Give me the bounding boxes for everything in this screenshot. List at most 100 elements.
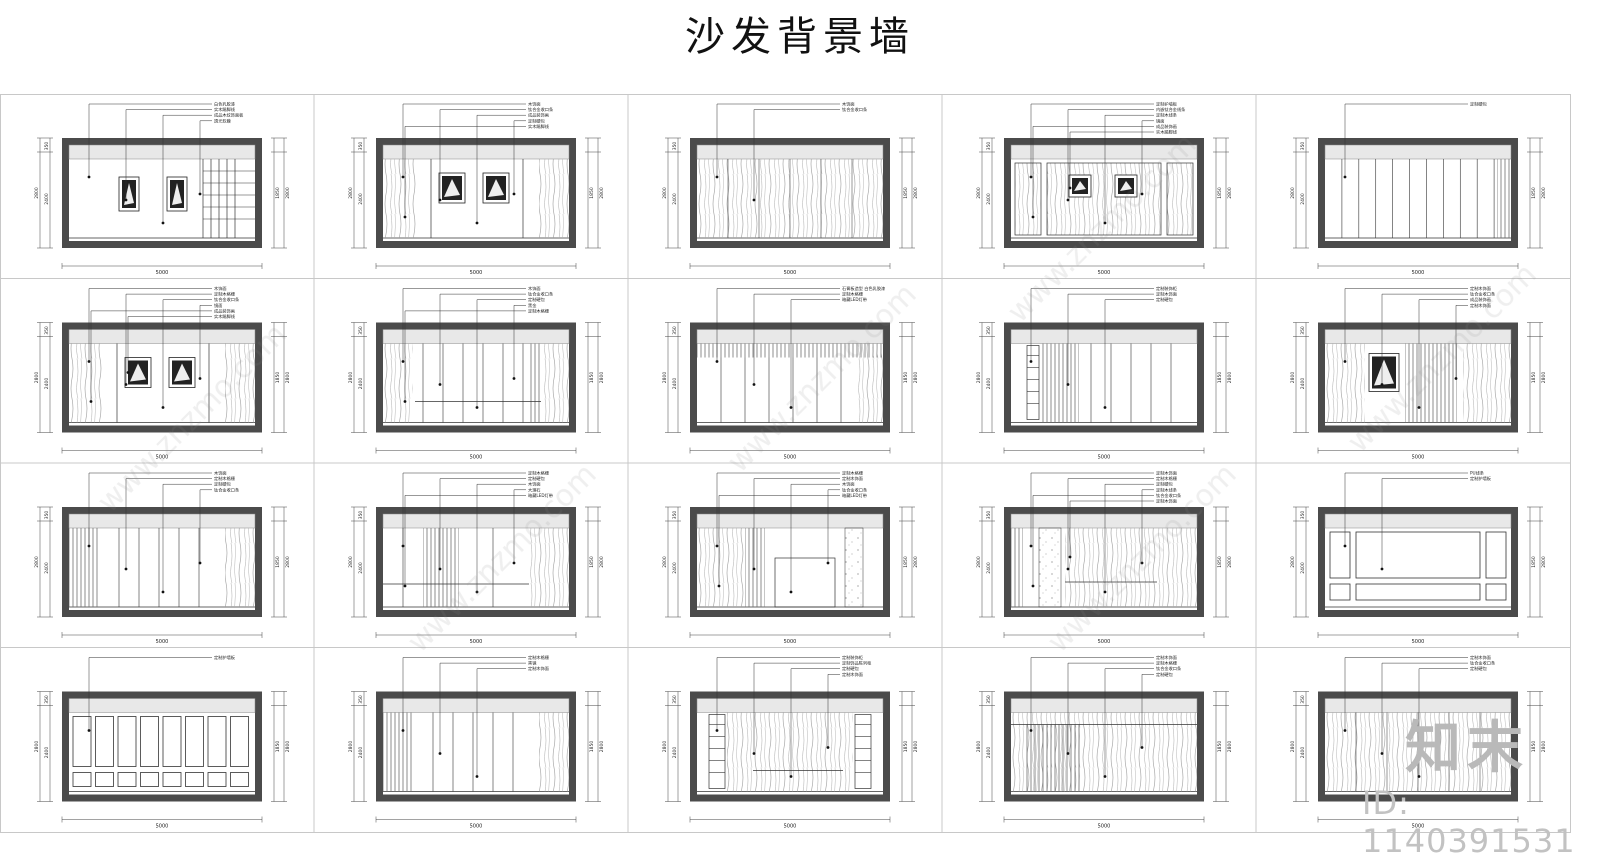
material-label: 白色乳胶漆: [214, 101, 235, 108]
material-label: 定制硬包: [1470, 665, 1488, 672]
wood-veneer: [1463, 343, 1511, 423]
ceiling-band: [68, 513, 256, 529]
dimension-text: 2800: [1290, 187, 1296, 199]
ceiling-band: [696, 513, 884, 529]
wood-grille: [1497, 159, 1511, 238]
leader-dot: [1140, 192, 1144, 196]
leader-line: [1104, 668, 1154, 777]
leader-dot: [752, 752, 756, 755]
leader-dot: [198, 561, 202, 565]
leader-line: [1032, 495, 1154, 586]
material-label: 定制硬包: [214, 481, 232, 488]
dimension-text: 2800: [285, 372, 291, 384]
wood-veneer: [1065, 528, 1197, 607]
material-label: 定制硬包: [528, 296, 546, 303]
artwork-figure: [488, 179, 504, 197]
wall-elevation: 木饰面定制木格栅钛合金收口条镜面成品装饰画实木踢脚线28002400350185…: [34, 285, 291, 461]
dimension-text: 2800: [34, 741, 40, 753]
wall-elevation: 定制护墙板内嵌钛合金线条定制木线条镜面成品装饰画实木踢脚线28002400350…: [976, 101, 1233, 277]
wainscot-panel: [185, 772, 204, 787]
material-label: 定制饰品陈列柜: [842, 660, 871, 667]
material-label: 定制木线条: [1156, 486, 1178, 493]
leader-dot: [438, 198, 442, 202]
wood-grille: [529, 343, 541, 423]
dimension-text: 5000: [784, 824, 797, 830]
dimension-text: 2400: [44, 378, 50, 390]
leader-dot: [87, 360, 91, 363]
wood-veneer: [383, 159, 417, 238]
material-label: 石膏板造型 白色乳胶漆: [842, 285, 885, 292]
ceiling-grille: [697, 343, 883, 358]
leader-line: [1141, 120, 1154, 194]
leader-dot: [512, 192, 516, 196]
leader-line: [439, 662, 526, 754]
wood-veneer: [539, 712, 569, 792]
dimension-text: 1850: [1217, 187, 1223, 199]
leader-dot: [198, 377, 202, 380]
material-label: 定制装饰柜: [1156, 285, 1177, 292]
dimension-text: 5000: [156, 639, 169, 645]
leader-dot: [475, 221, 479, 225]
dimension-text: 1850: [275, 556, 281, 568]
wainscot-panel: [162, 772, 182, 787]
leader-dot: [1029, 544, 1033, 548]
sheet-grid: [0, 94, 1571, 833]
material-label: 定制木格栅: [214, 475, 235, 482]
page-title: 沙发背景墙: [685, 14, 915, 60]
dimension-text: 1850: [1217, 556, 1223, 568]
leader-line: [1381, 478, 1468, 569]
material-label: 定制硬包: [528, 117, 546, 124]
dimension-text: 2400: [358, 378, 364, 390]
dimension-text: 2800: [285, 741, 291, 753]
material-label: 镜面: [1156, 117, 1164, 124]
material-label: 钛合金收口条: [842, 106, 868, 113]
dimension-text: 2400: [1300, 562, 1306, 574]
moulding-panel: [1329, 583, 1351, 601]
material-label: 定制木线条: [1156, 112, 1178, 119]
material-label: 黑金: [528, 302, 537, 309]
leader-line: [1067, 478, 1154, 569]
leader-line: [88, 657, 212, 731]
dimension-text: 2400: [986, 562, 992, 574]
ceiling-band: [68, 698, 256, 713]
leader-line: [753, 109, 840, 200]
material-label: 木饰面: [528, 481, 541, 488]
dimension-text: 2800: [285, 556, 291, 568]
ceiling-band: [382, 698, 570, 713]
dimension-text: 2400: [358, 747, 364, 759]
dimension-text: 5000: [1412, 455, 1425, 461]
ceiling-band: [1010, 329, 1198, 344]
dimension-text: 2800: [1541, 372, 1547, 384]
material-label: 定制木格栅: [842, 470, 863, 477]
leader-dot: [1031, 215, 1035, 219]
leader-line: [790, 668, 840, 777]
leader-line: [404, 126, 526, 217]
dimension-text: 2800: [976, 741, 982, 753]
wood-veneer: [383, 343, 413, 423]
dimension-text: 2800: [662, 372, 668, 384]
moulding-panel: [1355, 583, 1481, 601]
dimension-text: 2400: [672, 378, 678, 390]
ceiling-band: [1010, 144, 1198, 160]
cabinet-outline: [774, 557, 836, 608]
leader-dot: [475, 406, 479, 409]
dimension-text: 1850: [589, 556, 595, 568]
dimension-text: 350: [358, 511, 364, 520]
leader-line: [476, 668, 526, 777]
wainscot-panel: [140, 772, 159, 787]
dimension-text: 2800: [1541, 187, 1547, 199]
leader-dot: [161, 406, 165, 409]
dimension-text: 350: [44, 142, 50, 151]
material-label: 钛合金收口条: [1470, 660, 1496, 667]
wall-surface: [1325, 514, 1511, 610]
leader-dot: [1066, 752, 1070, 755]
dimension-text: 350: [672, 695, 678, 704]
leader-dot: [715, 544, 719, 548]
dimension-text: 2800: [1541, 741, 1547, 753]
leader-line: [476, 299, 526, 408]
